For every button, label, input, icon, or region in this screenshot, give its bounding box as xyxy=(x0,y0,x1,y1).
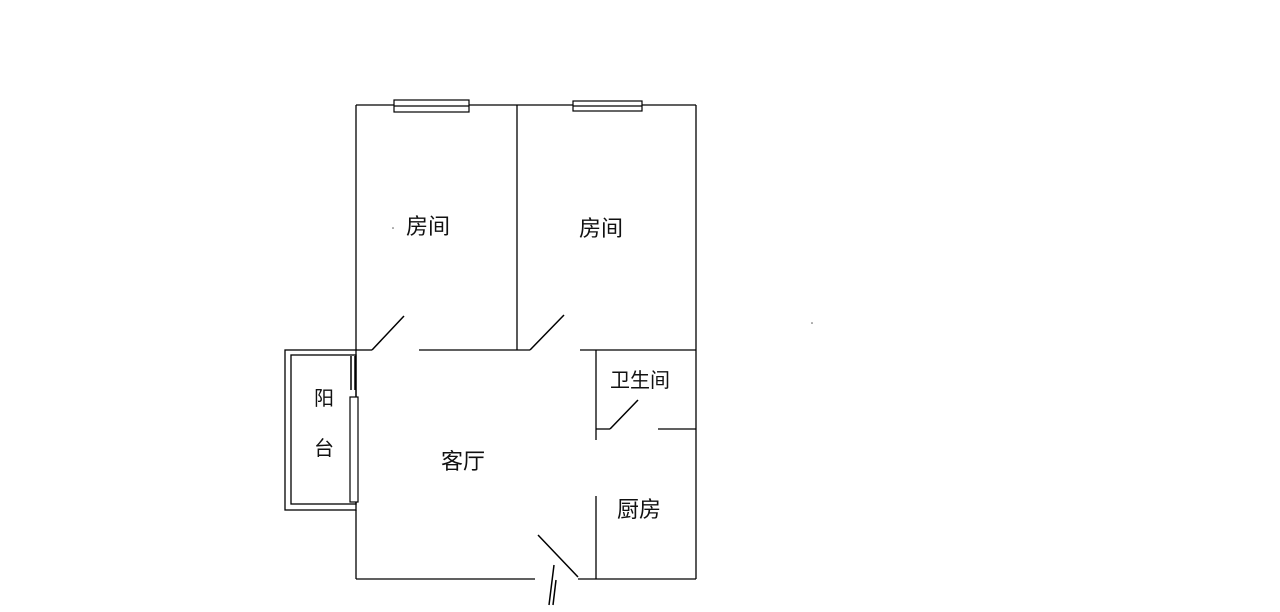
windows xyxy=(393,99,643,113)
label-bathroom: 卫生间 xyxy=(610,368,670,392)
doors xyxy=(371,314,639,606)
label-bedroom-left: 房间 xyxy=(406,215,450,240)
stray-dot xyxy=(811,322,813,324)
label-balcony-1: 阳 xyxy=(314,386,334,410)
label-balcony-2: 台 xyxy=(314,436,334,460)
stray-dot xyxy=(392,227,394,229)
balcony-window xyxy=(349,396,359,503)
entry-arrow xyxy=(552,579,557,606)
door-bathroom xyxy=(609,399,639,430)
label-living-room: 客厅 xyxy=(441,450,485,475)
door-bedroom-left xyxy=(371,315,405,351)
interior-walls xyxy=(356,105,696,579)
balcony xyxy=(284,349,359,511)
entry-arrow xyxy=(548,564,555,606)
door-entry xyxy=(537,534,579,578)
label-kitchen: 厨房 xyxy=(617,498,661,523)
door-bedroom-right xyxy=(529,314,565,351)
label-bedroom-right: 房间 xyxy=(579,217,623,242)
